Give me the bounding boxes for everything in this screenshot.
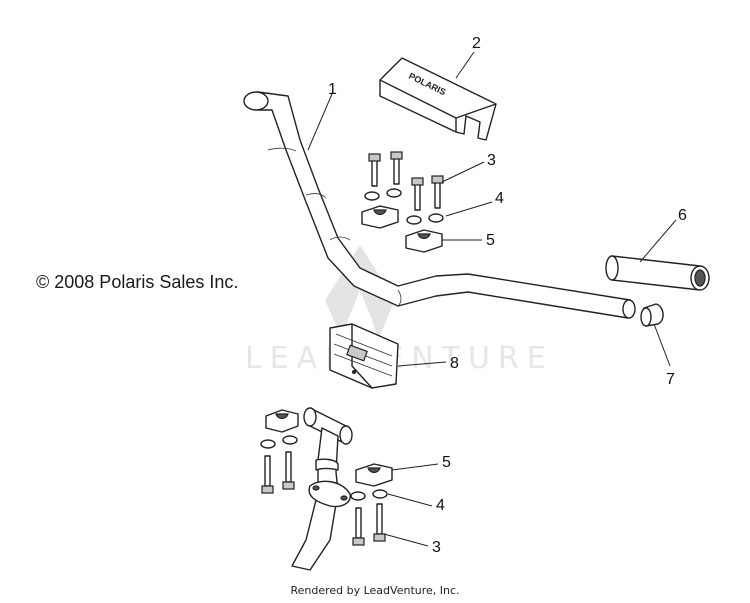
handlebar[interactable] [243,91,636,319]
steering-post[interactable] [291,407,353,571]
callout-1: 1 [328,81,337,98]
upper-clamps[interactable] [361,205,443,253]
callout-5-upper: 5 [486,232,495,249]
callout-5-lower: 5 [442,454,451,471]
callouts: 1 2 3 4 5 6 7 8 5 4 3 [328,35,687,556]
callout-4-upper: 4 [495,190,504,207]
callout-3-lower: 3 [432,539,441,556]
rendered-by-footer: Rendered by LeadVenture, Inc. [290,584,460,597]
end-plug[interactable] [640,303,664,327]
handlebar-block[interactable] [329,323,399,389]
lower-bolts[interactable] [261,451,386,546]
lower-washers[interactable] [260,435,388,501]
callout-6: 6 [678,207,687,224]
watermark-text: LEADVENTURE [245,341,554,376]
copyright-notice: © 2008 Polaris Sales Inc. [36,272,239,292]
grip[interactable] [605,255,710,291]
callout-4-lower: 4 [436,497,445,514]
lower-clamps[interactable] [265,409,393,487]
callout-7: 7 [666,371,675,388]
leader-lines [307,51,677,547]
leadventure-watermark: LEADVENTURE [245,245,554,376]
upper-bolts[interactable] [368,151,444,211]
upper-washers[interactable] [364,188,444,225]
crossbar-pad[interactable]: POLARIS [379,57,497,141]
callout-3-upper: 3 [487,152,496,169]
callout-8: 8 [450,355,459,372]
callout-2: 2 [472,35,481,52]
